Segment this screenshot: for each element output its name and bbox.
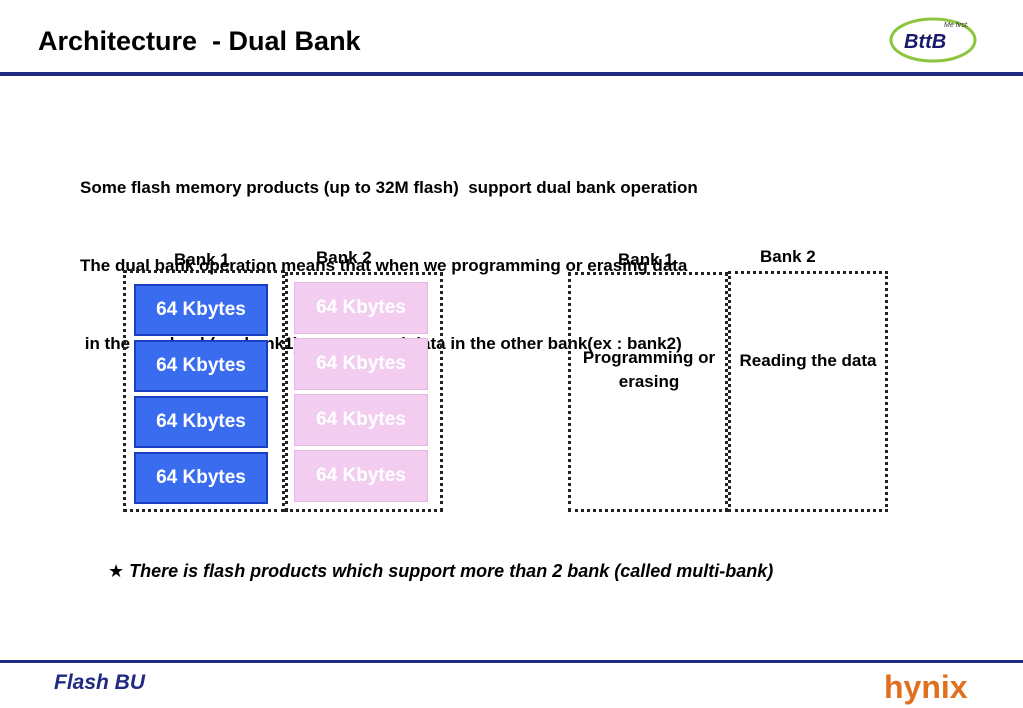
footer-divider bbox=[0, 660, 1023, 663]
hynix-logo: hynix bbox=[884, 669, 968, 705]
left-bank2-label: Bank 2 bbox=[316, 248, 372, 267]
bank2-block: 64 Kbytes bbox=[294, 338, 428, 390]
bank1-block: 64 Kbytes bbox=[134, 452, 268, 504]
bank2-block: 64 Kbytes bbox=[294, 394, 428, 446]
left-bank2-container bbox=[285, 272, 443, 512]
note-text: There is flash products which support mo… bbox=[129, 561, 774, 581]
logo-tagline: Me first. bbox=[944, 22, 969, 29]
right-bank2-container bbox=[728, 271, 888, 512]
intro-line: Some flash memory products (up to 32M fl… bbox=[80, 178, 698, 197]
footer-label: Flash BU bbox=[54, 671, 146, 694]
bank2-block: 64 Kbytes bbox=[294, 282, 428, 334]
bttb-logo: Me first. BttB bbox=[889, 17, 977, 63]
bank1-block: 64 Kbytes bbox=[134, 284, 268, 336]
reading-text: Reading the data bbox=[739, 351, 877, 370]
bank1-block: 64 Kbytes bbox=[134, 340, 268, 392]
page-title: Architecture - Dual Bank bbox=[38, 26, 361, 56]
multi-bank-note: ★ There is flash products which support … bbox=[108, 561, 773, 582]
right-bank2-label: Bank 2 bbox=[760, 247, 816, 266]
bank1-block: 64 Kbytes bbox=[134, 396, 268, 448]
bank2-block: 64 Kbytes bbox=[294, 450, 428, 502]
header-divider bbox=[0, 72, 1023, 76]
programming-text: Programming or erasing bbox=[582, 348, 716, 391]
intro-text: Some flash memory products (up to 32M fl… bbox=[80, 123, 698, 383]
left-bank1-container bbox=[123, 270, 285, 512]
logo-wordmark: BttB bbox=[904, 31, 946, 53]
right-bank1-label: Bank 1 bbox=[618, 250, 674, 269]
right-bank1-container bbox=[568, 272, 728, 512]
left-bank1-label: Bank 1 bbox=[174, 250, 230, 269]
hynix-wordmark: hynix bbox=[884, 669, 968, 705]
star-icon: ★ bbox=[108, 561, 130, 581]
